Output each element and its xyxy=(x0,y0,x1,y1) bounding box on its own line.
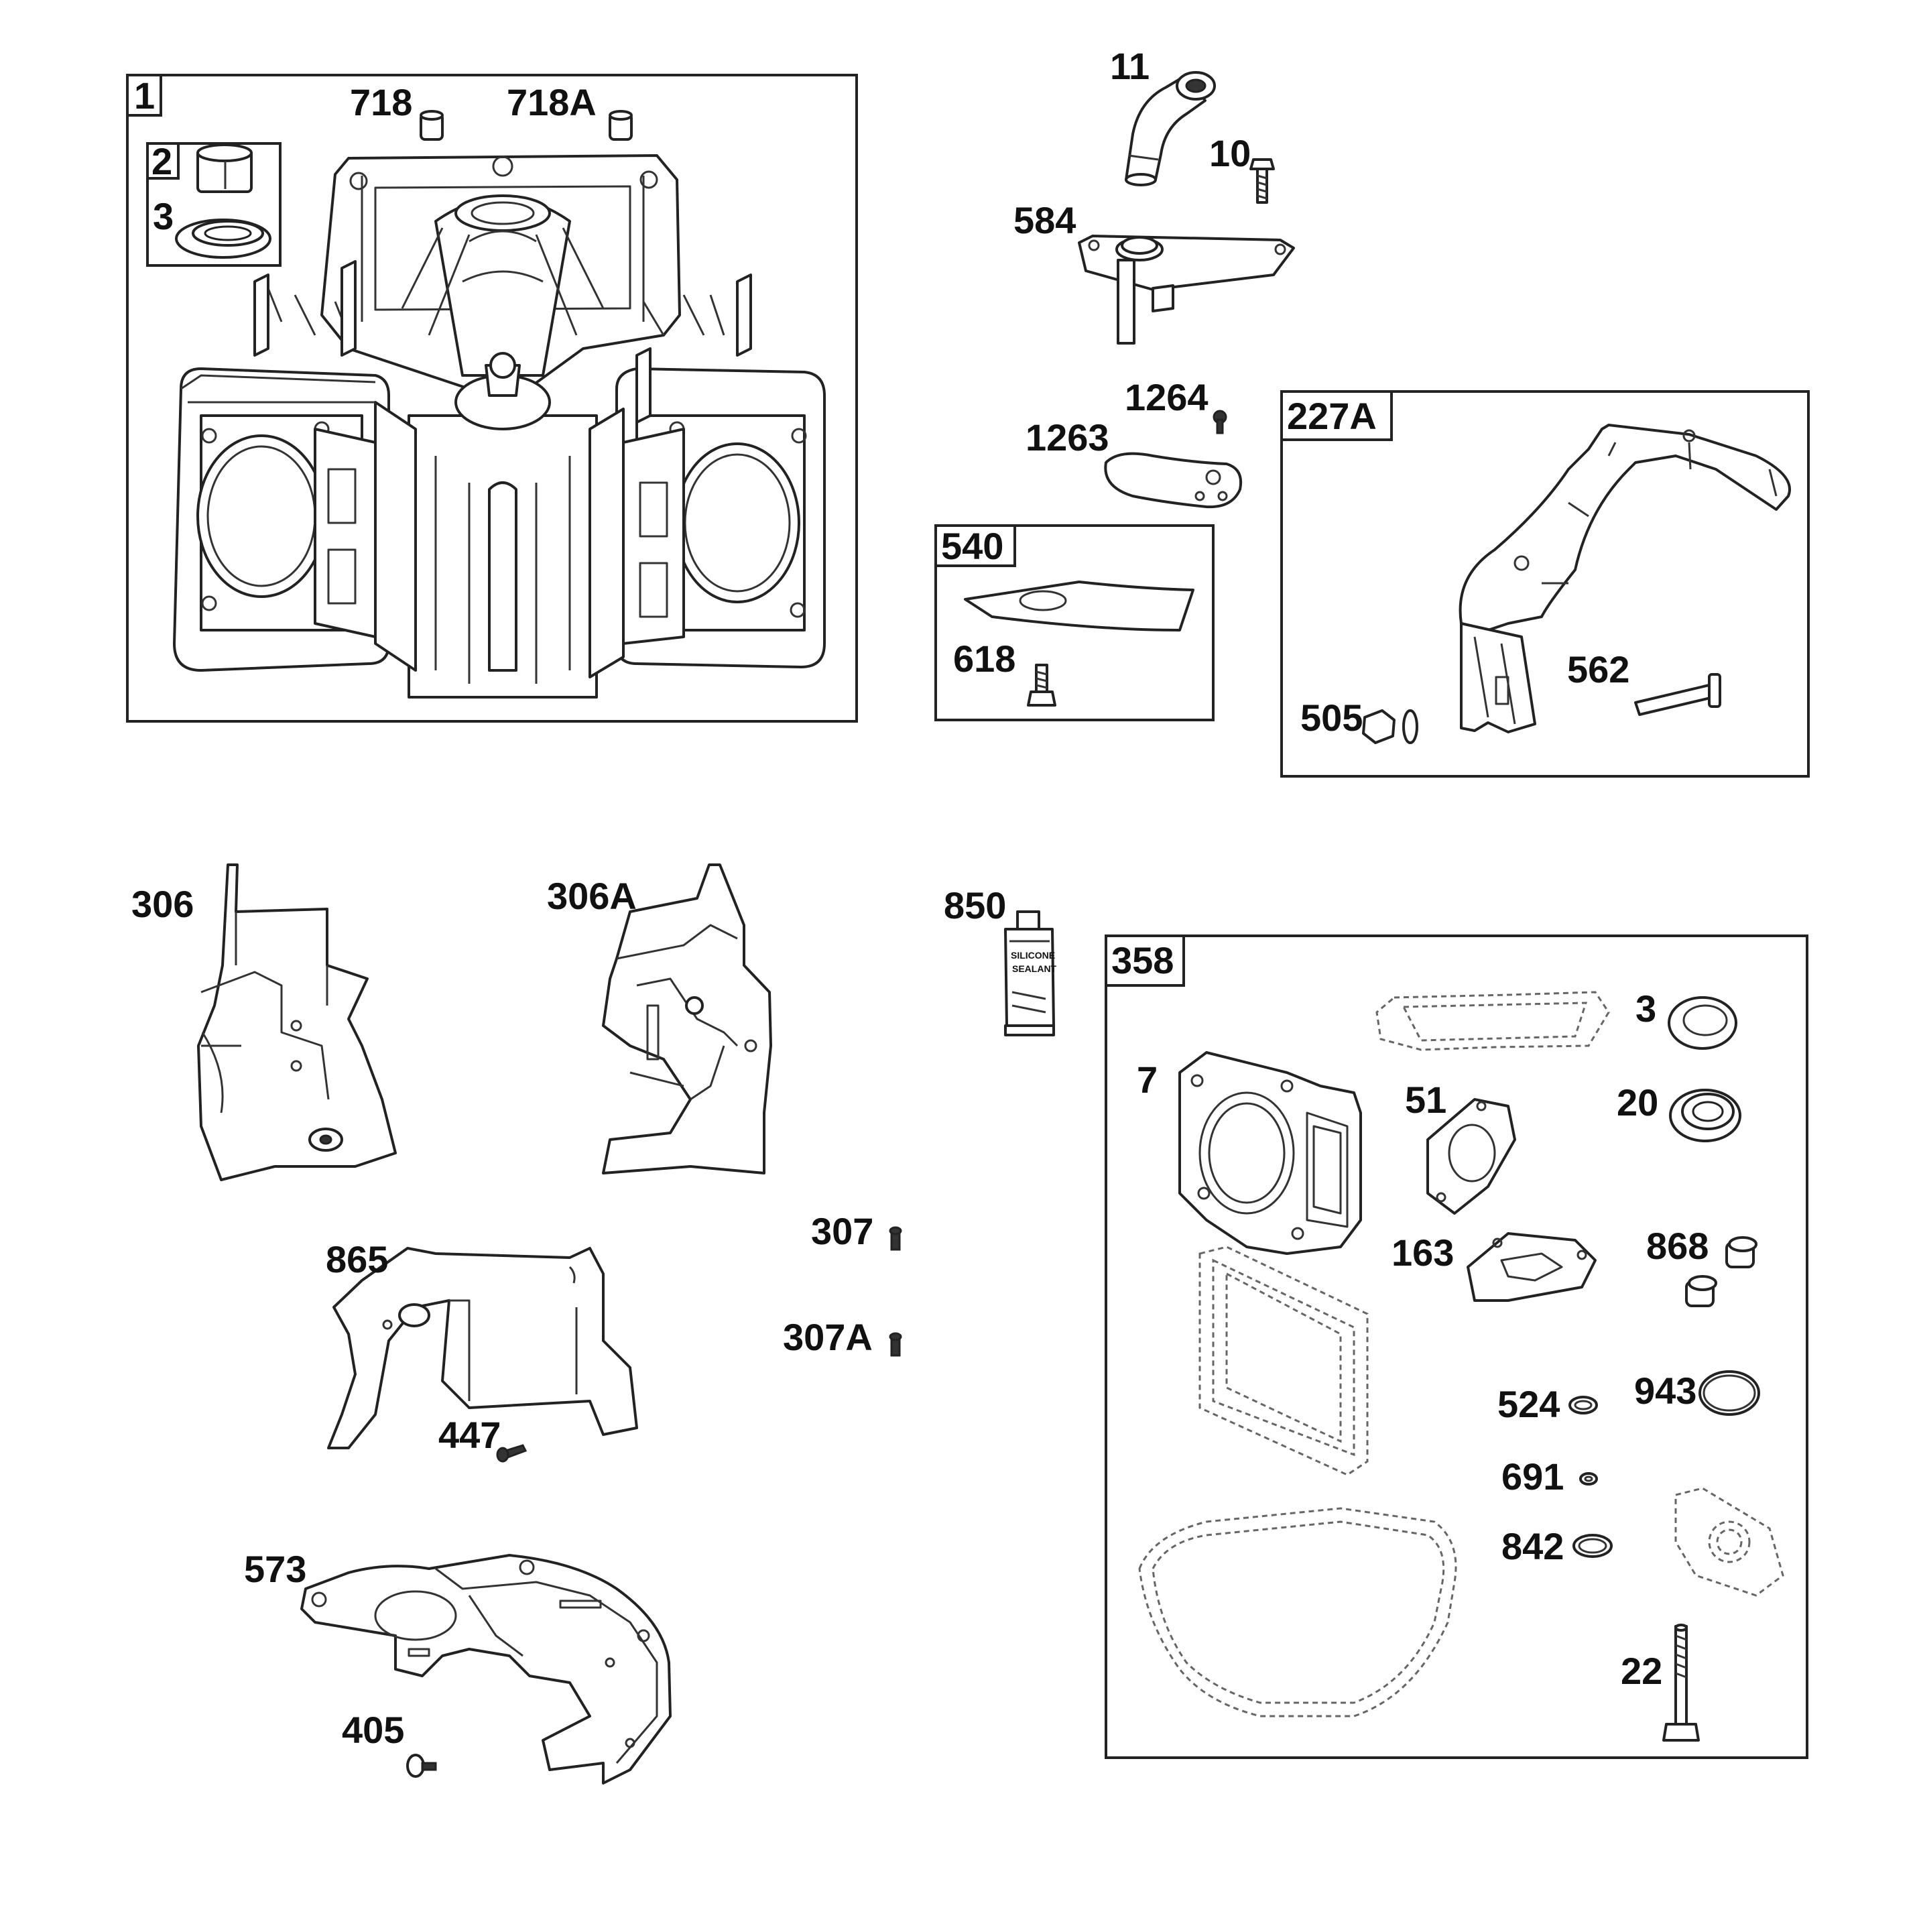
plate-1263-part xyxy=(1104,452,1242,509)
label-306: 306 xyxy=(131,883,194,925)
label-3-kit: 3 xyxy=(1635,987,1656,1030)
label-850: 850 xyxy=(944,884,1006,926)
governor-bracket-part xyxy=(1459,424,1791,733)
kit-box-1-number: 1 xyxy=(134,74,155,117)
bolt-562-part xyxy=(1634,673,1721,716)
valve-cover-gasket-part xyxy=(1375,991,1610,1051)
dipstick-bracket-part xyxy=(1078,235,1295,345)
screw-618-part xyxy=(1027,664,1056,707)
label-524: 524 xyxy=(1497,1383,1560,1425)
label-865: 865 xyxy=(326,1238,388,1280)
oil-seal-part xyxy=(175,219,271,259)
kit-box-227A: 227A xyxy=(1280,390,1810,778)
crankcase-gasket-part xyxy=(1138,1507,1457,1717)
air-guide-306-part xyxy=(197,863,397,1181)
label-447: 447 xyxy=(438,1414,501,1456)
dowel-pin-718 xyxy=(420,110,444,141)
sealant-tube-part: SILICONE SEALANT xyxy=(1004,910,1057,1036)
label-307: 307 xyxy=(811,1210,873,1252)
label-618: 618 xyxy=(953,638,1015,680)
label-10: 10 xyxy=(1209,132,1251,174)
kit-box-1: 1 xyxy=(126,74,858,723)
exhaust-gasket-51-part xyxy=(1426,1098,1516,1215)
kit-box-540-number: 540 xyxy=(941,525,1003,567)
label-1264: 1264 xyxy=(1125,376,1209,418)
label-573: 573 xyxy=(244,1548,306,1590)
gasket-163-part xyxy=(1467,1232,1597,1302)
label-405: 405 xyxy=(342,1709,404,1751)
label-868: 868 xyxy=(1646,1225,1709,1267)
label-11: 11 xyxy=(1110,45,1150,87)
label-842: 842 xyxy=(1501,1525,1564,1567)
label-7: 7 xyxy=(1137,1059,1158,1101)
label-691: 691 xyxy=(1501,1455,1564,1498)
cylinder-block-part xyxy=(173,154,826,699)
label-718A: 718A xyxy=(507,81,597,123)
dowel-pin-718A xyxy=(609,110,633,141)
label-22: 22 xyxy=(1621,1650,1662,1692)
label-51: 51 xyxy=(1405,1079,1446,1121)
bolt-22-part xyxy=(1662,1624,1700,1742)
label-20: 20 xyxy=(1617,1081,1658,1124)
shroud-865-part xyxy=(327,1247,638,1449)
label-163: 163 xyxy=(1392,1231,1454,1274)
sealant-tube-text-1: SILICONE xyxy=(1011,950,1055,961)
intake-gasket-part xyxy=(1674,1487,1784,1597)
air-guide-306A-part xyxy=(602,863,772,1174)
o-ring-842-part xyxy=(1572,1534,1613,1558)
bushing-part xyxy=(196,143,253,193)
screw-307-part xyxy=(889,1226,902,1251)
o-ring-943-part xyxy=(1698,1370,1760,1416)
gasket-540-part xyxy=(964,581,1194,631)
label-307A: 307A xyxy=(783,1316,873,1358)
screw-447-part xyxy=(496,1444,528,1463)
screw-10-part xyxy=(1249,158,1275,204)
label-584: 584 xyxy=(1013,199,1076,241)
label-3-seal: 3 xyxy=(153,195,174,237)
kit-box-358-number: 358 xyxy=(1111,939,1174,981)
dipstick-tube-part xyxy=(1125,71,1216,186)
sealant-tube-text-2: SEALANT xyxy=(1012,963,1057,974)
label-718: 718 xyxy=(350,81,412,123)
screw-405-part xyxy=(406,1754,437,1778)
screw-1264-part xyxy=(1213,410,1227,434)
o-ring-691-part xyxy=(1579,1472,1598,1486)
oil-seal-20-part xyxy=(1669,1089,1741,1142)
label-306A: 306A xyxy=(547,875,637,917)
breather-gasket-part xyxy=(1198,1246,1369,1476)
label-562: 562 xyxy=(1567,648,1629,690)
screw-307A-part xyxy=(889,1332,902,1357)
kit-box-2-number: 2 xyxy=(151,140,172,182)
kit-box-227A-number: 227A xyxy=(1287,395,1377,437)
kit-box-358: 358 xyxy=(1105,934,1808,1759)
oil-seal-kit-part xyxy=(1668,996,1737,1050)
valve-seal-868-part xyxy=(1685,1236,1757,1307)
kit-box-540: 540 xyxy=(934,524,1215,721)
o-ring-524-part xyxy=(1568,1396,1598,1414)
label-505: 505 xyxy=(1300,697,1363,739)
label-1263: 1263 xyxy=(1026,416,1109,459)
kit-box-2: 2 xyxy=(146,140,282,267)
shroud-573-part xyxy=(300,1554,672,1785)
head-gasket-part xyxy=(1178,1051,1362,1255)
nut-505-part xyxy=(1362,709,1418,744)
label-943: 943 xyxy=(1634,1370,1696,1412)
